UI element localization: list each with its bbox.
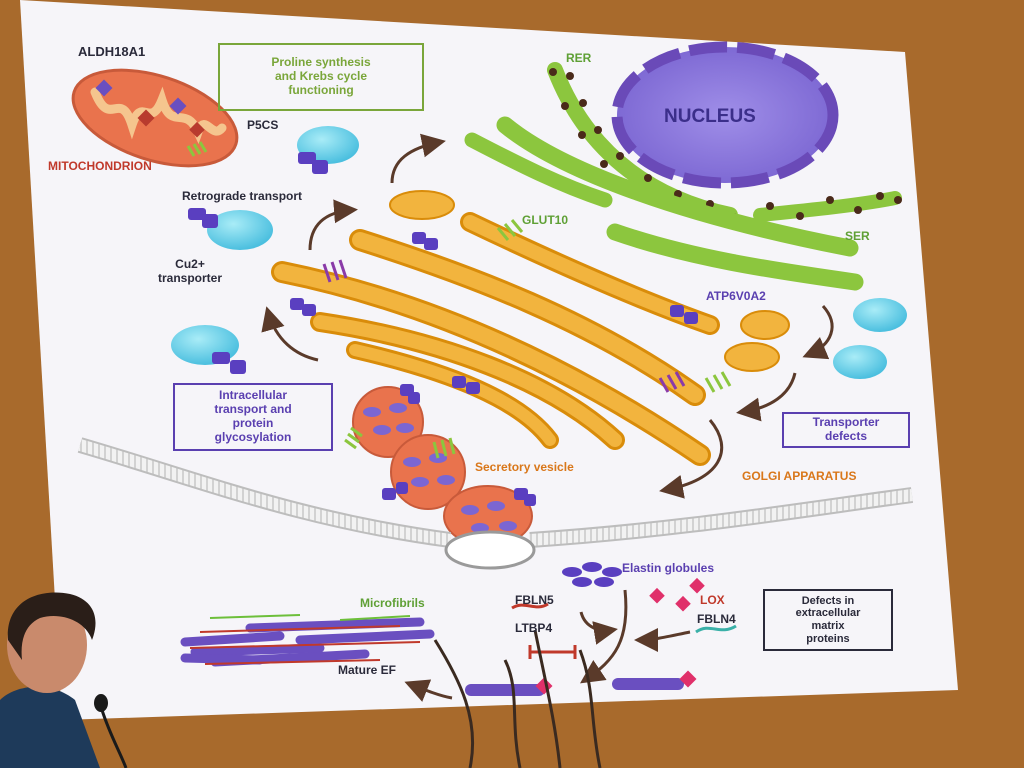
golgi-vesicle xyxy=(724,342,780,372)
defect-transporters-shape xyxy=(658,371,732,393)
fbln5-fibre xyxy=(511,602,549,610)
fbln4-label: FBLN4 xyxy=(697,612,736,626)
blue-vesicle xyxy=(853,298,907,332)
golgi-vesicle xyxy=(389,190,455,220)
atp6v0a2-label: ATP6V0A2 xyxy=(706,289,766,303)
microphone xyxy=(94,694,128,768)
golgi-apparatus-label: GOLGI APPARATUS xyxy=(742,469,857,483)
elastin-globules-shape xyxy=(562,562,622,587)
transport-arrows xyxy=(261,133,834,702)
ser-label: SER xyxy=(845,229,870,243)
ser-shape xyxy=(464,116,864,291)
microfibrils-label: Microfibrils xyxy=(360,596,425,610)
cu2-channel-shape xyxy=(322,259,348,283)
lox-molecules xyxy=(649,577,705,612)
p5cs-label: P5CS xyxy=(247,118,279,132)
vesicle-transport-molecule xyxy=(171,325,246,374)
nucleus-label: NUCLEUS xyxy=(664,106,756,127)
rer-label: RER xyxy=(566,51,592,65)
golgi-shape xyxy=(271,212,720,466)
mitochondrion-label: MITOCHONDRION xyxy=(48,159,152,173)
nucleus-shape xyxy=(611,41,839,189)
glut10-label: GLUT10 xyxy=(522,213,569,227)
blue-vesicle xyxy=(833,345,887,379)
ltbp4-label: LTBP4 xyxy=(515,621,553,635)
fbln5-label: FBLN5 xyxy=(515,593,554,607)
p5cs-molecule xyxy=(297,126,359,174)
plant-branches xyxy=(433,629,602,768)
aldh18a1-label: ALDH18A1 xyxy=(78,44,146,59)
microfibril-mesh xyxy=(180,614,435,667)
retrograde-transport-label: Retrograde transport xyxy=(182,189,303,203)
presenter xyxy=(0,592,100,768)
elastin-globules-label: Elastin globules xyxy=(622,561,715,575)
lox-label: LOX xyxy=(700,593,725,607)
ltbp4-fibre xyxy=(528,645,577,659)
glut10-transporter-shape xyxy=(496,219,524,241)
golgi-receptors xyxy=(290,232,698,394)
secretory-vesicles xyxy=(344,384,536,547)
cu2-transporter-label: Cu2+transporter xyxy=(158,257,223,285)
fbln4-fibre xyxy=(695,624,737,634)
cu2-transporter-molecule xyxy=(188,208,273,250)
mitochondrion-shape xyxy=(71,68,239,168)
secretory-vesicle-label: Secretory vesicle xyxy=(475,460,574,474)
mature-ef-label: Mature EF xyxy=(338,663,397,677)
golgi-vesicle xyxy=(740,310,790,340)
exocytosis-pore xyxy=(444,530,536,570)
